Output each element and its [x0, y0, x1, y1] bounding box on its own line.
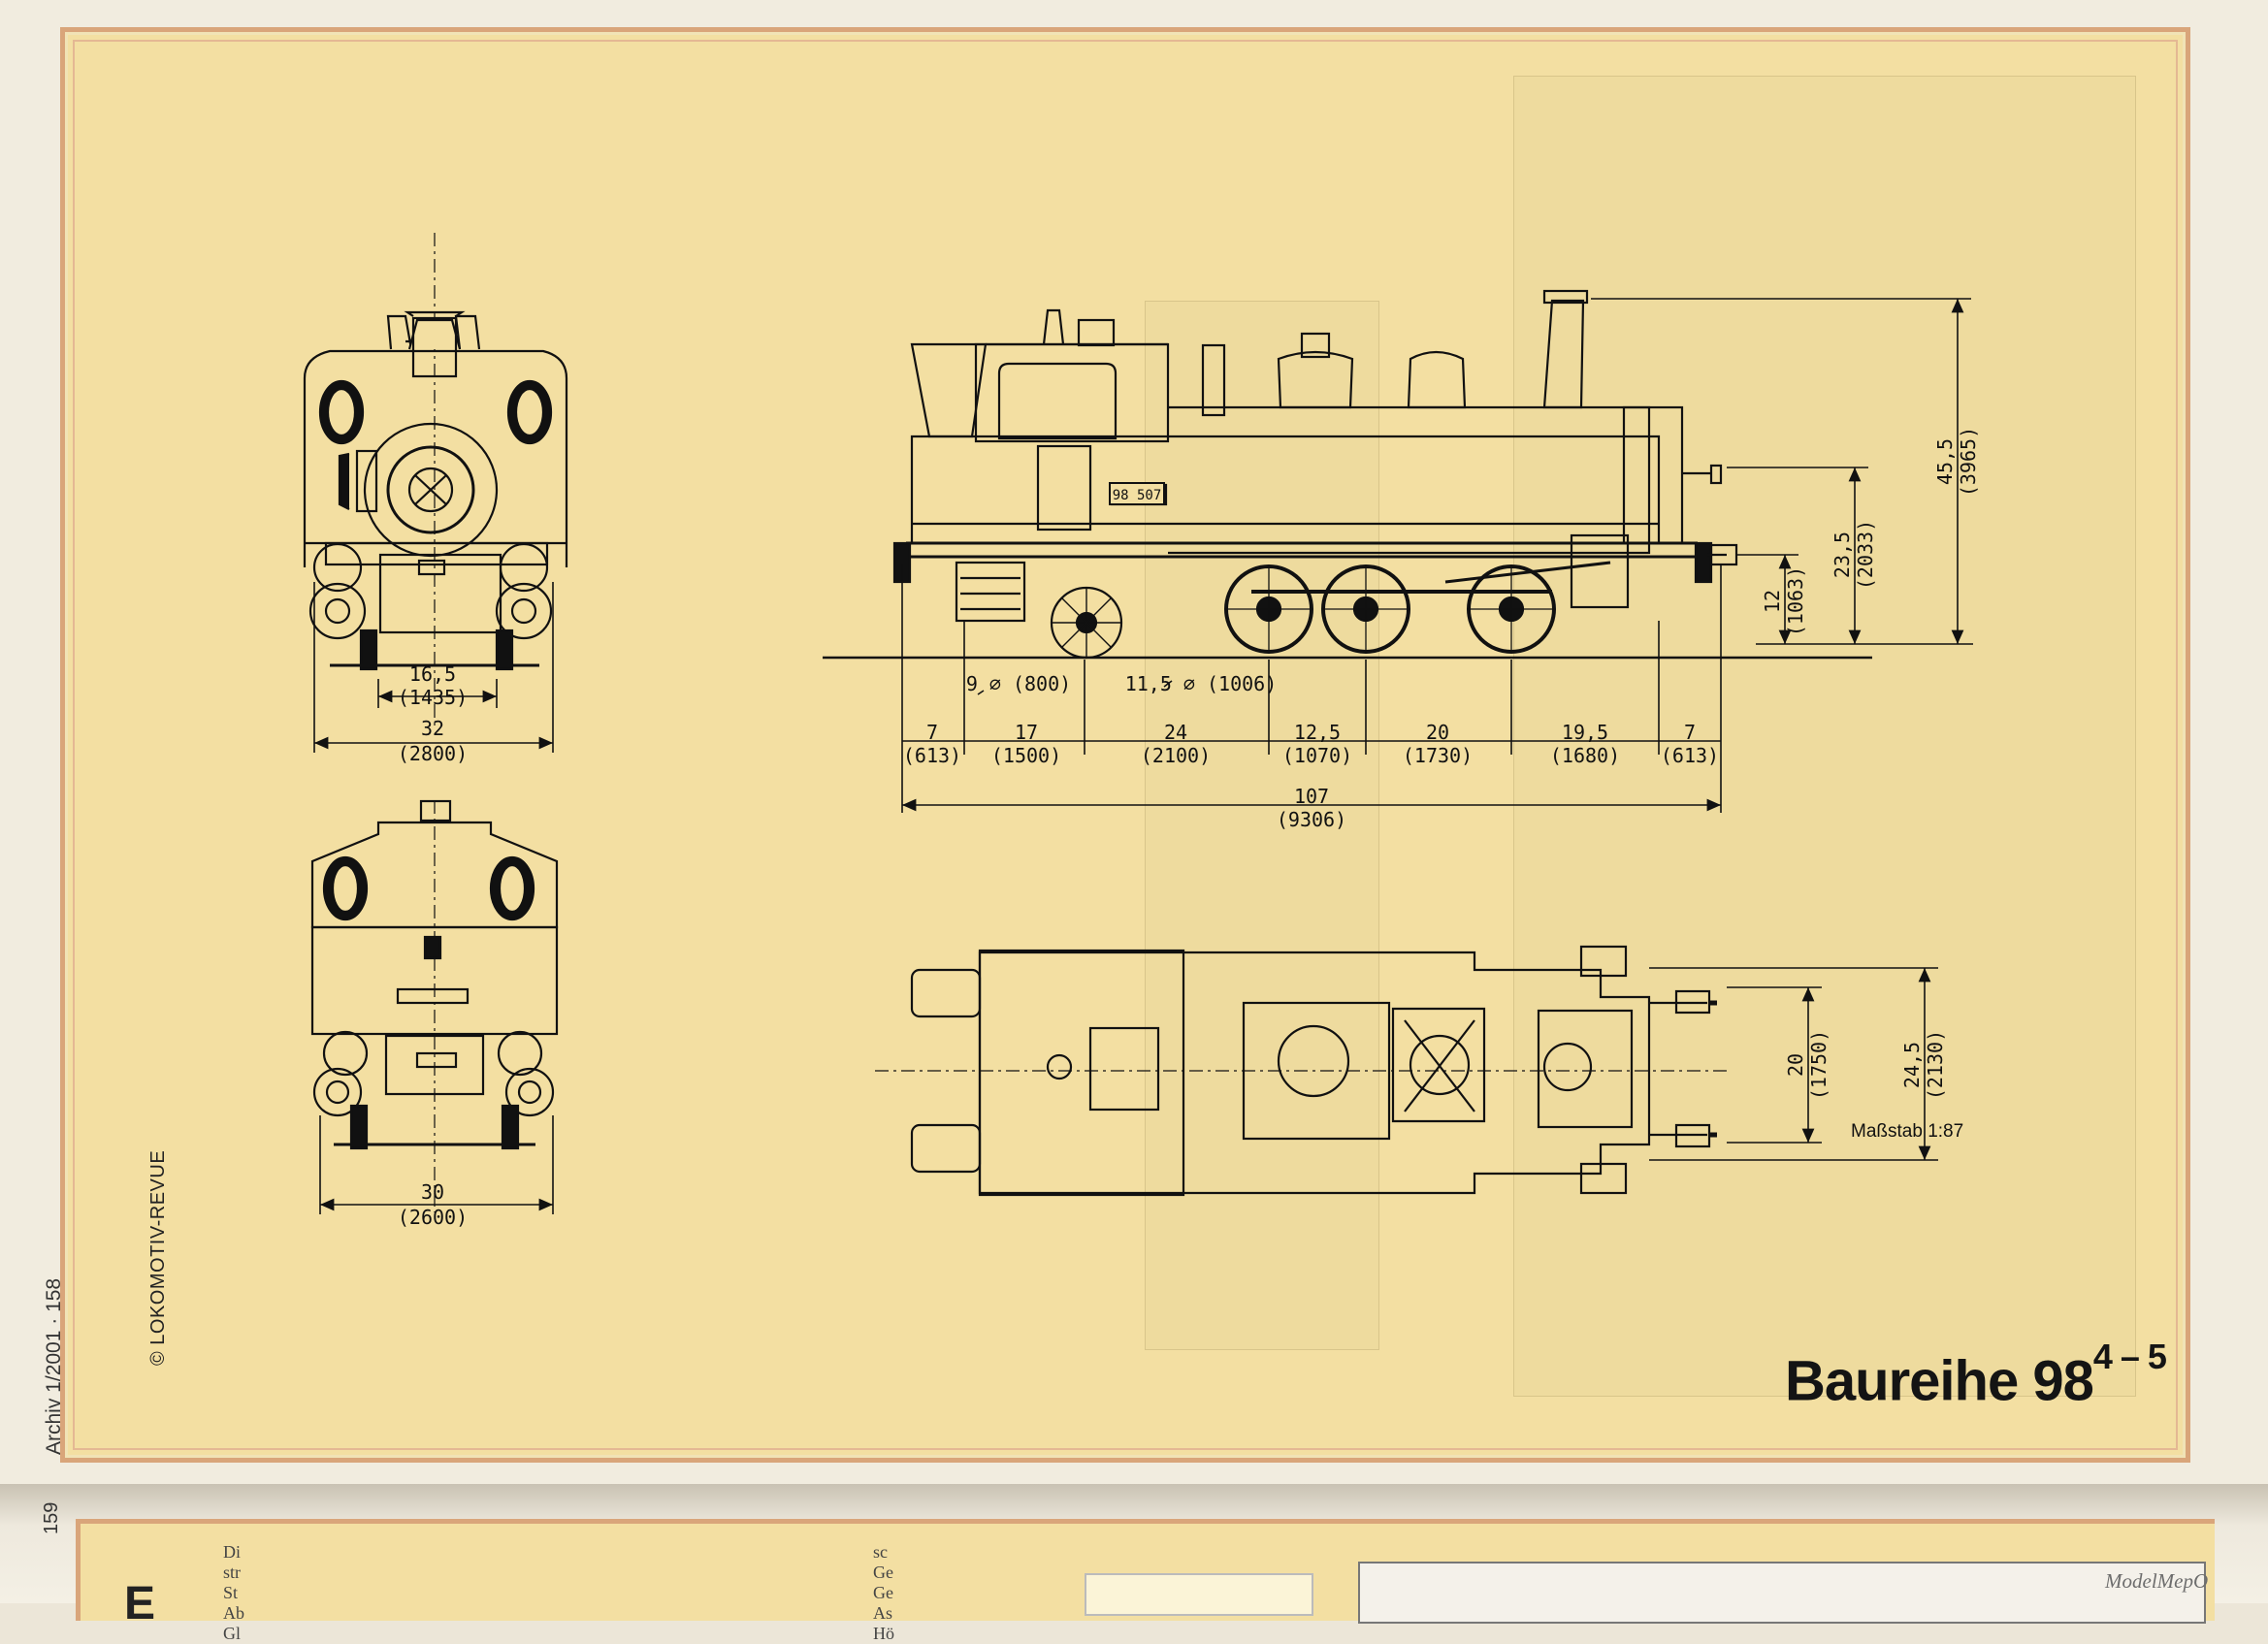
hdim-6-mm: 19,5 [1562, 721, 1608, 744]
top-view [875, 945, 1727, 1197]
page-reference: Archiv 1/2001 · 158 [43, 1277, 65, 1455]
front-view [303, 233, 568, 727]
top-dim-20-real: (1750) [1807, 1030, 1831, 1100]
next-page-photo [1358, 1562, 2206, 1624]
next-page-info-box [1085, 1573, 1313, 1616]
front-width-mm: 32 [421, 717, 444, 740]
number-plate [1109, 482, 1165, 505]
hdim-1-real: (613) [903, 744, 961, 767]
hdim-7-real: (613) [1661, 744, 1719, 767]
copyright-note: © LOKOMOTIV-REVUE [147, 1149, 169, 1366]
hdim-4-mm: 12,5 [1294, 721, 1341, 744]
vdim-23-real: (2033) [1854, 520, 1877, 590]
vdim-12-mm: 12 [1761, 590, 1784, 613]
number-plate-text: 98 507 [1113, 488, 1162, 503]
hdim-5-mm: 20 [1426, 721, 1449, 744]
vdim-45-mm: 45,5 [1933, 438, 1957, 485]
top-dim-24-real: (2130) [1924, 1030, 1947, 1100]
vdim-45-real: (3965) [1957, 427, 1980, 497]
title-superscript: 4 – 5 [2092, 1337, 2167, 1376]
hdim-5-real: (1730) [1403, 744, 1473, 767]
hdim-7-mm: 7 [1684, 721, 1696, 744]
gauge-real: (1435) [398, 686, 468, 709]
rear-width-mm: 30 [421, 1180, 444, 1204]
side-view [823, 289, 1872, 660]
top-dim-24-mm: 24,5 [1900, 1042, 1924, 1088]
next-page-text-column-1: Di str St Ab Gl [223, 1542, 244, 1643]
front-width-real: (2800) [398, 742, 468, 765]
plate-inner-border [73, 40, 2178, 1450]
next-page-number: 159 [41, 1501, 62, 1534]
next-page-text-column-2: sc Ge Ge As Hö [873, 1542, 894, 1643]
hdim-2-real: (1500) [991, 744, 1061, 767]
top-dim-20-mm: 20 [1784, 1053, 1807, 1077]
watermark: ModelMepO [2105, 1569, 2209, 1593]
hdim-1-mm: 7 [926, 721, 938, 744]
vdim-12-real: (1063) [1784, 566, 1807, 636]
bleed-through-photo [1513, 76, 2136, 1397]
locomotive-drawing: 16,5 (1435) 32 (2800) 30 (2600) 9 ⌀ (800… [303, 233, 1980, 1229]
next-page-initial: E [124, 1578, 156, 1629]
title-main: Baureihe 98 [1785, 1349, 2094, 1413]
hdim-6-real: (1680) [1550, 744, 1620, 767]
rear-view [310, 799, 559, 1212]
gauge-mm: 16,5 [409, 662, 456, 686]
vertical-dimension-labels: 12 (1063) 23,5 (2033) 45,5 (3965) 20 (17… [1761, 427, 1980, 1100]
overall-length-real: (9306) [1277, 808, 1346, 831]
large-wheel-dim: 11,5 ⌀ (1006) [1125, 672, 1278, 695]
scale-note: Maßstab 1:87 [1851, 1121, 1963, 1142]
rear-width-real: (2600) [398, 1206, 468, 1229]
overall-length-mm: 107 [1294, 785, 1329, 808]
hdim-3-real: (2100) [1141, 744, 1211, 767]
page-title: Baureihe 984 – 5 [1785, 1337, 2167, 1413]
vdim-23-mm: 23,5 [1831, 532, 1854, 578]
hdim-4-real: (1070) [1282, 744, 1352, 767]
dimension-lines [313, 298, 1973, 1214]
hdim-2-mm: 17 [1015, 721, 1038, 744]
small-wheel-dim: 9 ⌀ (800) [966, 672, 1071, 695]
hdim-3-mm: 24 [1164, 721, 1187, 744]
dimension-labels: 16,5 (1435) 32 (2800) 30 (2600) 9 ⌀ (800… [398, 662, 1963, 1229]
